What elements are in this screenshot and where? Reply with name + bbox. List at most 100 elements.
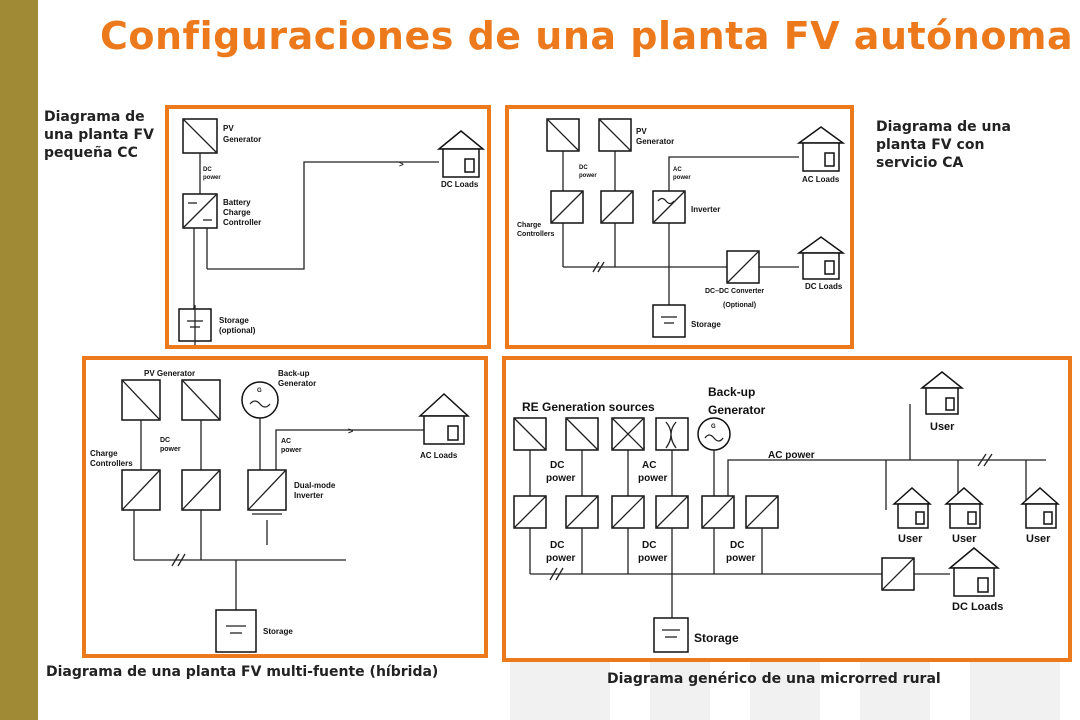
generator-label: Generator bbox=[223, 135, 261, 144]
charge-controller-icon bbox=[181, 469, 221, 511]
power-label: power bbox=[281, 447, 302, 454]
g-label: G bbox=[711, 424, 716, 430]
inverter-icon bbox=[745, 495, 779, 529]
pv-panel-icon bbox=[598, 118, 632, 152]
power-label: power bbox=[546, 553, 576, 564]
user-label: User bbox=[952, 533, 977, 545]
diagram-microgrid: RE Generation sources Back-up Generator … bbox=[502, 356, 1072, 662]
storage-label: Storage bbox=[263, 627, 293, 636]
charge-controller-icon bbox=[513, 495, 547, 529]
ac-label: AC bbox=[281, 438, 291, 445]
caption-ac-service: Diagrama de una planta FV con servicio C… bbox=[876, 119, 1011, 171]
ac-loads-house-icon bbox=[796, 126, 846, 172]
storage-label: Storage bbox=[694, 631, 739, 645]
re-sources-label: RE Generation sources bbox=[522, 400, 655, 414]
dc-loads-label: DC Loads bbox=[805, 282, 843, 291]
charge-controller-icon bbox=[565, 495, 599, 529]
charge-label: Charge bbox=[90, 449, 118, 458]
page-title: Configuraciones de una planta FV autónom… bbox=[100, 14, 1074, 58]
generator-label: Generator bbox=[636, 137, 674, 146]
dc-label: DC bbox=[550, 460, 564, 471]
diagram-small-dc-svg: PV Generator DC power Battery Charge Con… bbox=[178, 118, 486, 345]
diagram-ac-service: PV Generator DC power Charge Controllers… bbox=[505, 105, 854, 349]
ac-label: AC bbox=[642, 460, 656, 471]
user-label: User bbox=[1026, 533, 1051, 545]
dc-dc-converter-icon bbox=[881, 557, 915, 591]
dc-label: DC bbox=[160, 437, 170, 444]
diagram-microgrid-svg: RE Generation sources Back-up Generator … bbox=[513, 371, 1060, 653]
dc-loads-house-icon bbox=[947, 547, 1001, 597]
charge-controller-icon bbox=[600, 190, 634, 224]
pv-panel-icon bbox=[181, 379, 221, 421]
pv-panel-icon bbox=[546, 118, 580, 152]
power-label: power bbox=[203, 175, 221, 181]
side-bar bbox=[0, 0, 38, 720]
user-house-icon bbox=[919, 371, 965, 415]
user-house-icon bbox=[892, 486, 932, 529]
battery-label: Battery bbox=[223, 198, 251, 207]
storage-battery-icon bbox=[215, 609, 257, 653]
power-label: power bbox=[726, 553, 756, 564]
dc-label: DC bbox=[203, 167, 212, 173]
power-label: power bbox=[160, 446, 181, 453]
storage-battery-icon bbox=[653, 617, 689, 653]
pv-panel-icon bbox=[121, 379, 161, 421]
user-label: User bbox=[898, 533, 923, 545]
charge-controller-icon bbox=[550, 190, 584, 224]
charge-controller-icon bbox=[121, 469, 161, 511]
dual-mode-label: Dual-mode bbox=[294, 481, 336, 490]
diagram-ac-service-svg: PV Generator DC power Charge Controllers… bbox=[517, 118, 846, 338]
controllers-label: Controllers bbox=[90, 459, 133, 468]
inverter-icon bbox=[701, 495, 735, 529]
ac-label: AC bbox=[673, 167, 682, 173]
converter-icon bbox=[611, 495, 645, 529]
backup-label: Back-up bbox=[278, 369, 310, 378]
pv-panel-icon bbox=[565, 417, 599, 451]
ac-loads-house-icon bbox=[418, 392, 470, 445]
g-label: G bbox=[257, 388, 262, 394]
inverter-label: Inverter bbox=[691, 205, 720, 214]
pv-label: PV bbox=[223, 124, 234, 133]
backup-label: Back-up bbox=[708, 385, 755, 399]
dc-loads-house-icon bbox=[436, 130, 486, 178]
power-label: power bbox=[673, 175, 691, 181]
diagram-hybrid-svg: PV Generator Back-up Generator G DC powe… bbox=[90, 369, 470, 653]
controller-label: Controller bbox=[223, 218, 261, 227]
charge-controller-icon bbox=[182, 193, 218, 229]
ac-loads-label: AC Loads bbox=[420, 451, 458, 460]
power-label: power bbox=[579, 173, 597, 179]
svg-text:>: > bbox=[399, 160, 404, 169]
caption-hybrid: Diagrama de una planta FV multi-fuente (… bbox=[46, 664, 439, 680]
generator-label: Generator bbox=[708, 403, 766, 417]
converter-label: DC–DC Converter bbox=[705, 288, 764, 295]
pv-label: PV bbox=[636, 127, 647, 136]
diagram-small-dc: PV Generator DC power Battery Charge Con… bbox=[165, 105, 491, 349]
storage-battery-icon bbox=[652, 304, 686, 338]
svg-text:>: > bbox=[348, 426, 353, 436]
converter-icon bbox=[655, 495, 689, 529]
hydro-source-icon bbox=[611, 417, 645, 451]
charge-label: Charge bbox=[517, 222, 541, 229]
power-label: power bbox=[638, 473, 668, 484]
diagram-hybrid: PV Generator Back-up Generator G DC powe… bbox=[82, 356, 488, 658]
charge-label: Charge bbox=[223, 208, 251, 217]
generator-label: Generator bbox=[278, 379, 316, 388]
pv-panel-icon bbox=[513, 417, 547, 451]
pv-generator-label: PV Generator bbox=[144, 369, 195, 378]
user-house-icon bbox=[1020, 486, 1060, 529]
dc-label: DC bbox=[579, 165, 588, 171]
dc-label: DC bbox=[642, 540, 656, 551]
pv-panel-icon bbox=[182, 118, 218, 154]
optional-label: (optional) bbox=[219, 326, 256, 335]
user-label: User bbox=[930, 421, 955, 433]
dc-label: DC bbox=[550, 540, 564, 551]
inverter-label: Inverter bbox=[294, 491, 323, 500]
controllers-label: Controllers bbox=[517, 231, 554, 238]
optional-label: (Optional) bbox=[723, 302, 756, 309]
dc-loads-label: DC Loads bbox=[952, 601, 1003, 613]
storage-label: Storage bbox=[219, 316, 249, 325]
ac-power-label: AC power bbox=[768, 450, 815, 461]
wind-source-icon bbox=[655, 417, 689, 451]
caption-small-dc: Diagrama de una planta FV pequeña CC bbox=[44, 109, 154, 161]
generator-icon bbox=[697, 417, 731, 451]
